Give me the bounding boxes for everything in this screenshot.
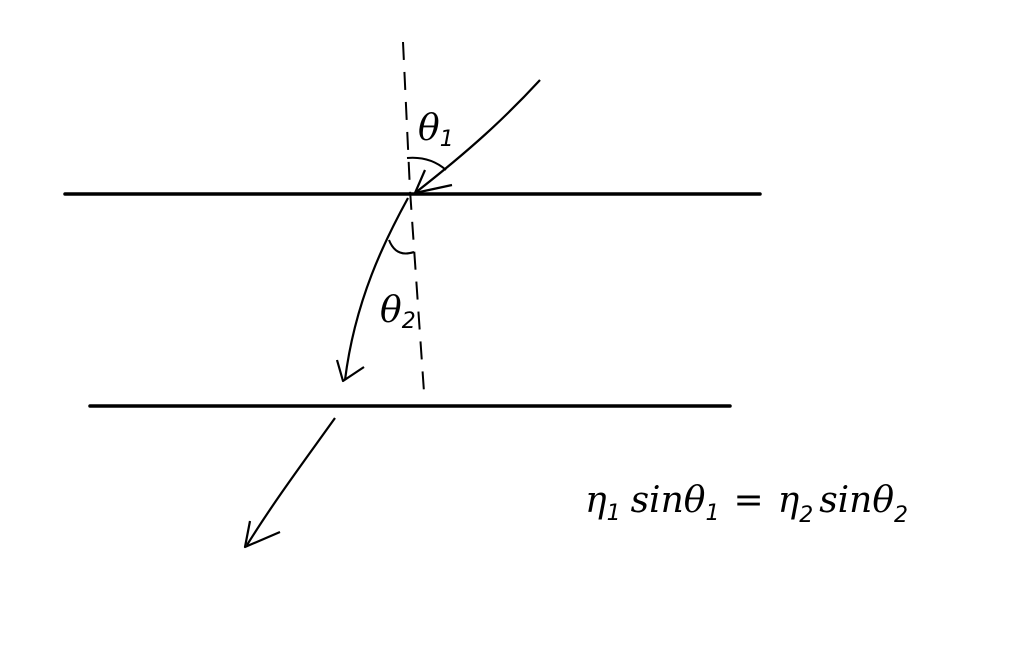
transmitted-ray [246,417,336,546]
incident-arrowhead [413,169,453,195]
theta1-label: θ1 [418,108,454,152]
refracted-arrowhead [335,359,365,383]
theta2-label: θ2 [380,290,416,334]
refracted-ray [343,197,409,381]
theta1-angle-arc [406,156,447,171]
normal-dashed-line [402,41,425,393]
theta2-angle-arc [388,239,415,255]
transmitted-arrowhead [243,520,281,549]
incident-ray [414,79,541,194]
